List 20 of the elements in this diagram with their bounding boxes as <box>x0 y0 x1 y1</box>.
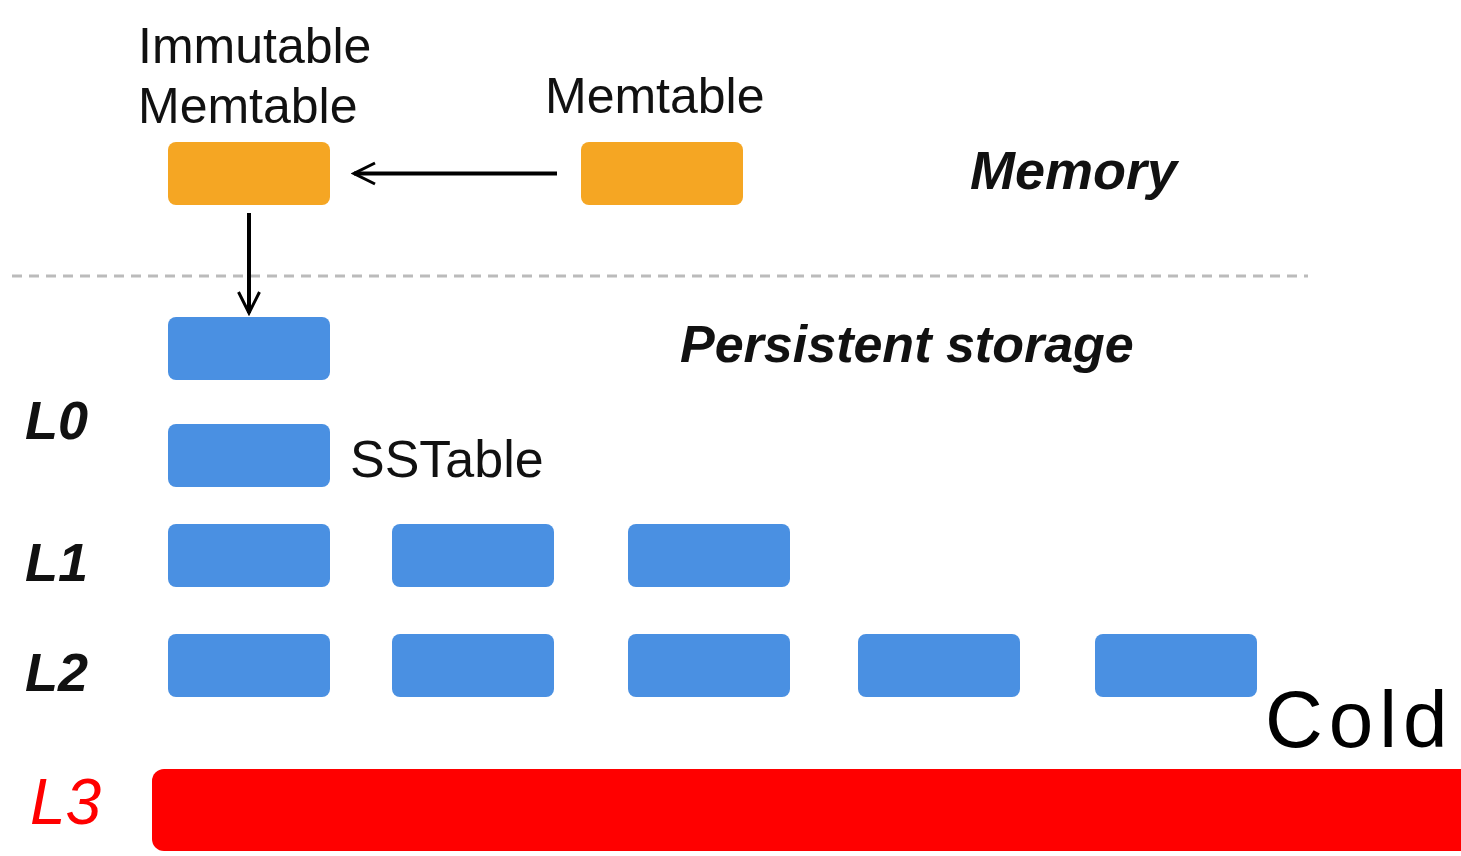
sstable-block <box>392 524 554 587</box>
arrow <box>352 161 557 186</box>
arrow <box>237 213 261 315</box>
text-label: L1 <box>25 535 89 589</box>
text-label: L0 <box>25 393 89 447</box>
sstable-block <box>392 634 554 697</box>
text-label: Cold <box>1265 680 1454 760</box>
sstable-block <box>1095 634 1257 697</box>
node-heading: Immutable Memtable <box>138 17 373 136</box>
node-heading: Memtable <box>545 67 766 126</box>
sstable-block <box>168 634 330 697</box>
text-label: L3 <box>30 770 102 834</box>
node-caption: SSTable <box>350 428 544 489</box>
sstable-block <box>168 524 330 587</box>
sstable-block <box>858 634 1020 697</box>
text-label: L2 <box>25 645 89 699</box>
sstable-block <box>168 317 330 380</box>
sstable-block <box>628 524 790 587</box>
storage-bar <box>152 769 1461 851</box>
sstable-block <box>628 634 790 697</box>
